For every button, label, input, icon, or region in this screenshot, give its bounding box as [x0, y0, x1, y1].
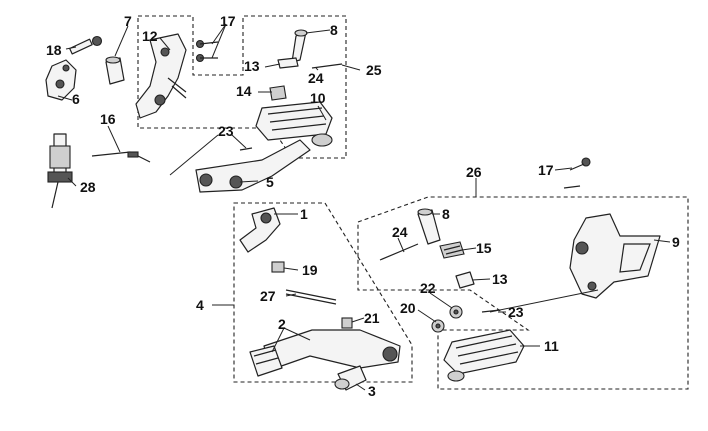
part-19-bushing [271, 261, 285, 273]
callout-28: 28 [80, 179, 96, 195]
callout-21: 21 [364, 310, 380, 326]
part-24-pin-upper [311, 63, 343, 69]
callout-1: 1 [300, 206, 308, 222]
part-18-bolt [69, 35, 103, 55]
group-outlines [137, 15, 689, 390]
part-15-spring [439, 241, 465, 259]
outline-lever-group [233, 202, 413, 383]
part-21-bushing [341, 317, 353, 329]
callout-23: 23 [218, 123, 234, 139]
callout-8-right: 8 [442, 206, 450, 222]
leader-lines [57, 23, 671, 391]
part-9-bracket [569, 213, 661, 299]
callout-8: 8 [330, 22, 338, 38]
callout-23-right: 23 [508, 304, 524, 320]
part-5-lever-upper [195, 139, 311, 193]
part-24-pin-right [379, 243, 419, 261]
callout-11: 11 [544, 338, 559, 354]
callout-22: 22 [420, 280, 436, 296]
callout-19: 19 [302, 262, 318, 278]
part-1-arm [239, 207, 281, 253]
part-14-spring-upper [269, 85, 287, 101]
callout-24: 24 [308, 70, 324, 86]
callout-26: 26 [466, 164, 482, 180]
callout-27: 27 [260, 288, 276, 304]
callout-20: 20 [400, 300, 416, 316]
callout-17-right: 17 [538, 162, 554, 178]
callout-24-right: 24 [392, 224, 408, 240]
part-6-bracket [45, 59, 77, 101]
callout-9: 9 [672, 234, 680, 250]
part-2-lever [249, 329, 401, 377]
part-17-bolts [195, 39, 219, 63]
part-27-rod [285, 289, 337, 305]
part-13-clip-right [455, 271, 475, 289]
callout-14: 14 [236, 83, 252, 99]
part-23-pin-upper [239, 147, 253, 151]
callout-10: 10 [310, 90, 326, 106]
callout-3: 3 [368, 383, 376, 399]
callout-12: 12 [142, 28, 158, 44]
callout-17: 17 [220, 13, 236, 29]
callout-7: 7 [124, 13, 132, 29]
part-22-nut [449, 305, 463, 319]
part-16-cable [91, 151, 151, 163]
part-11-footpeg-right [443, 329, 525, 382]
outline-bracket-group [137, 15, 347, 159]
part-8-pin-upper [291, 29, 308, 63]
part-8-pin-right [417, 208, 441, 245]
callout-6: 6 [72, 91, 80, 107]
part-7-cylinder [105, 56, 125, 85]
callout-4: 4 [196, 297, 204, 313]
callout-13: 13 [244, 58, 260, 74]
callout-18: 18 [46, 42, 62, 58]
callouts: 7 12 17 18 6 8 13 24 25 14 10 16 23 28 5… [46, 13, 680, 399]
part-17-bolt-right [569, 157, 591, 171]
part-13-clip-upper [277, 57, 299, 69]
callout-5: 5 [266, 174, 274, 190]
callout-15: 15 [476, 240, 492, 256]
part-12-bracket [135, 33, 187, 119]
part-28-sensor [47, 133, 73, 209]
callout-2: 2 [278, 316, 286, 332]
callout-25: 25 [366, 62, 382, 78]
callout-13-right: 13 [492, 271, 508, 287]
outline-right-group [357, 196, 689, 390]
callout-16: 16 [100, 111, 116, 127]
part-20-washer [431, 319, 445, 333]
part-3-pin [334, 365, 367, 391]
part-10-footpeg-upper [255, 101, 333, 147]
part-23-pin-right-upper [563, 185, 581, 189]
